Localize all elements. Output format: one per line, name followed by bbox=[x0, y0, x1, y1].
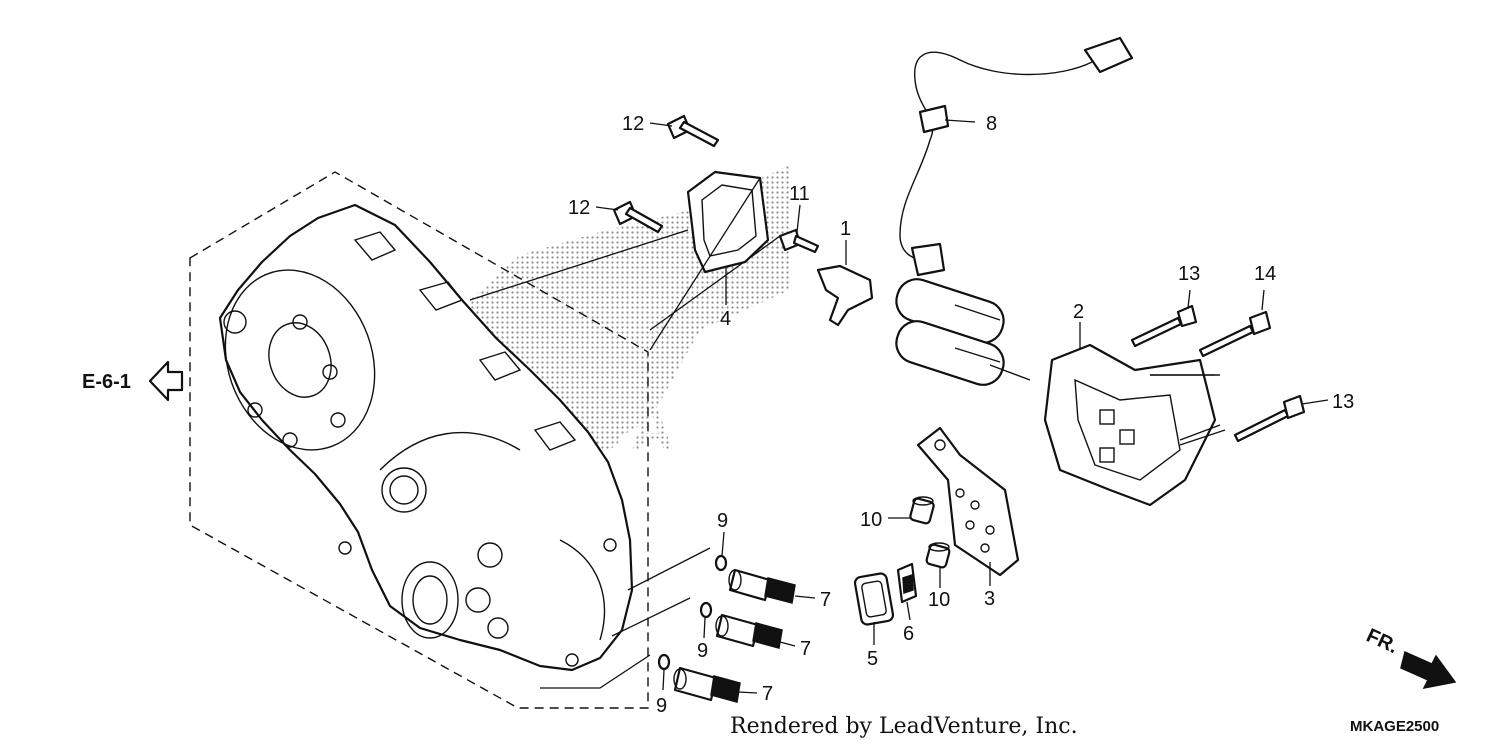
assembly-outline bbox=[189, 171, 649, 709]
part-7-sensor-upper bbox=[728, 568, 796, 604]
callout-7-lower: 7 bbox=[762, 683, 773, 705]
callout-13-lower: 13 bbox=[1332, 391, 1354, 413]
callout-1: 1 bbox=[840, 218, 851, 240]
part-5-gasket bbox=[853, 572, 895, 626]
part-12-bolt-lower bbox=[612, 200, 664, 234]
callout-3: 3 bbox=[984, 588, 995, 610]
callout-12-upper: 12 bbox=[622, 113, 644, 135]
footer-credit: Rendered by LeadVenture, Inc. bbox=[730, 714, 1078, 739]
callout-leaders bbox=[595, 119, 1329, 694]
part-8-solenoid-harness bbox=[895, 36, 1134, 386]
callout-11: 11 bbox=[789, 183, 810, 205]
section-reference-label: E-6-1 bbox=[82, 371, 131, 393]
part-10-dowel-upper bbox=[909, 496, 935, 525]
callout-12-lower: 12 bbox=[568, 197, 590, 219]
callout-10-lower: 10 bbox=[928, 589, 950, 611]
part-7-sensor-lower bbox=[673, 666, 741, 703]
callout-6: 6 bbox=[903, 623, 914, 645]
front-direction-indicator: FR. bbox=[1363, 625, 1457, 690]
front-arrow-icon bbox=[1400, 650, 1457, 690]
callout-9-lower: 9 bbox=[656, 695, 667, 717]
diagram-code: MKAGE2500 bbox=[1350, 718, 1439, 735]
part-14-bolt bbox=[1198, 310, 1272, 358]
callout-labels: 1 2 3 4 5 6 7 7 7 8 9 9 9 10 10 11 12 12… bbox=[568, 113, 1354, 717]
front-direction-label: FR. bbox=[1363, 625, 1401, 659]
part-7-sensor-middle bbox=[715, 613, 783, 649]
callout-7-middle: 7 bbox=[800, 638, 811, 660]
part-11-bolt bbox=[778, 228, 820, 254]
part-1-bracket bbox=[816, 264, 874, 327]
callout-10-upper: 10 bbox=[860, 509, 882, 531]
part-6-filter bbox=[896, 562, 918, 604]
part-12-bolt-upper bbox=[666, 114, 720, 148]
callout-5: 5 bbox=[867, 648, 878, 670]
callout-4: 4 bbox=[720, 308, 731, 330]
callout-13-upper: 13 bbox=[1178, 263, 1200, 285]
callout-8: 8 bbox=[986, 113, 997, 135]
assembly-leader-lines bbox=[469, 177, 1226, 689]
part-9-washer-lower bbox=[657, 653, 671, 671]
part-2-valve-body bbox=[1043, 343, 1221, 507]
part-9-washer-upper bbox=[714, 554, 728, 572]
section-reference: E-6-1 bbox=[82, 360, 184, 402]
reference-arrow-icon bbox=[148, 360, 184, 402]
callout-9-upper: 9 bbox=[717, 510, 728, 532]
callout-9-middle: 9 bbox=[697, 640, 708, 662]
transmission-cover bbox=[218, 203, 634, 672]
part-13-bolt-upper bbox=[1130, 304, 1198, 348]
callout-7-upper: 7 bbox=[820, 589, 831, 611]
part-3-separator-plate bbox=[916, 426, 1020, 577]
part-9-washer-middle bbox=[699, 601, 713, 619]
callout-2: 2 bbox=[1073, 301, 1084, 323]
part-13-bolt-lower bbox=[1233, 394, 1306, 443]
part-10-dowel-lower bbox=[925, 542, 951, 569]
callout-14: 14 bbox=[1254, 263, 1276, 285]
